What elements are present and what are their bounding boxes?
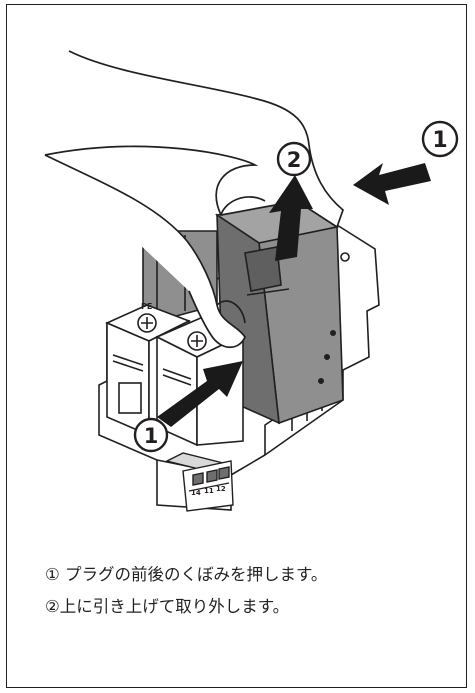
- terminal-label-14: 14: [191, 489, 201, 497]
- terminal-label-12: 12: [216, 485, 226, 493]
- step-1-text: ① プラグの前後のくぼみを押します。: [45, 565, 328, 584]
- callout-2: 2: [276, 141, 312, 177]
- instruction-panel: PE 14 11 12: [6, 4, 467, 688]
- callout-1-left: 1: [133, 417, 169, 453]
- signal-terminal: [164, 452, 234, 512]
- surge-plug: [214, 200, 344, 425]
- step-2-text: ②上に引き上げて取り外します。: [45, 596, 290, 616]
- terminal-label-11: 11: [204, 487, 214, 495]
- pull-up-arrow: [269, 175, 313, 261]
- instruction-steps: ① プラグの前後のくぼみを押します。 ②上に引き上げて取り外します。: [45, 565, 455, 617]
- pe-label: PE: [141, 302, 152, 311]
- plug-removal-illustration: PE 14 11 12: [44, 50, 459, 512]
- callout-1-right: 1: [421, 120, 459, 158]
- svg-text:1: 1: [144, 424, 159, 448]
- svg-text:2: 2: [287, 148, 302, 172]
- push-arrow-left-side: [157, 361, 243, 427]
- push-arrow-right-side: [353, 163, 431, 205]
- svg-text:1: 1: [432, 128, 447, 153]
- hand: [44, 50, 344, 349]
